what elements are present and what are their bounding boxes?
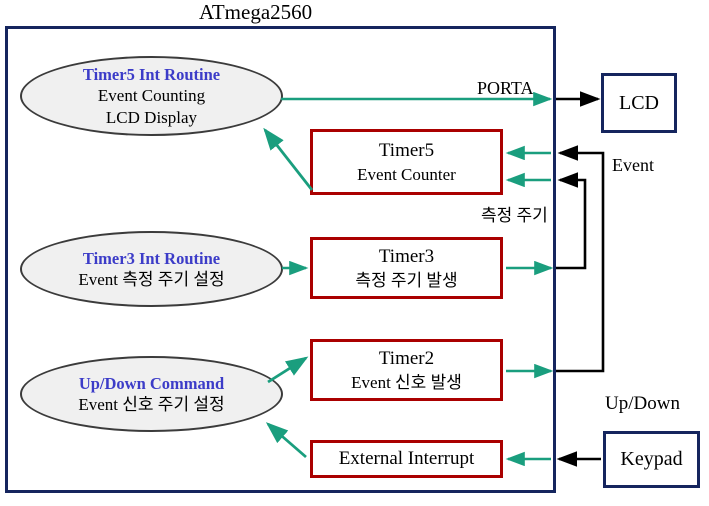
routine-ellipse-updown[interactable]: Up/Down Command Event 신호 주기 설정	[20, 356, 283, 432]
signal-label-event: Event	[612, 155, 654, 175]
peripheral-box-timer3[interactable]: Timer3 측정 주기 발생	[310, 237, 503, 299]
routine-line-2: Event Counting	[97, 85, 206, 105]
routine-title: Up/Down Command	[78, 373, 225, 393]
peripheral-title: Timer5	[378, 139, 435, 161]
external-device-lcd[interactable]: LCD	[601, 73, 677, 133]
wire-timer3-out-to-timer5-period	[556, 172, 587, 270]
routine-line-3: LCD Display	[105, 107, 198, 127]
peripheral-title: External Interrupt	[338, 448, 475, 469]
external-device-keypad[interactable]: Keypad	[603, 431, 700, 488]
mcu-title: ATmega2560	[199, 0, 313, 24]
wire-timer2-out-to-timer5-event	[556, 145, 605, 373]
routine-title: Timer3 Int Routine	[82, 248, 221, 268]
peripheral-box-timer2[interactable]: Timer2 Event 신호 발생	[310, 339, 503, 401]
peripheral-subtitle: Event 신호 발생	[351, 372, 462, 392]
routine-line-2: Event 측정 주기 설정	[78, 269, 225, 289]
signal-label-porta: PORTA	[477, 78, 534, 98]
routine-ellipse-timer5[interactable]: Timer5 Int Routine Event Counting LCD Di…	[20, 56, 283, 136]
peripheral-title: Timer3	[378, 245, 435, 267]
peripheral-box-timer5[interactable]: Timer5 Event Counter	[310, 129, 503, 195]
routine-title: Timer5 Int Routine	[82, 64, 221, 84]
routine-ellipse-timer3[interactable]: Timer3 Int Routine Event 측정 주기 설정	[20, 231, 283, 307]
routine-line-2: Event 신호 주기 설정	[78, 394, 225, 414]
signal-label-measure-period: 측정 주기	[481, 206, 548, 225]
peripheral-title: Timer2	[378, 347, 435, 369]
peripheral-subtitle: 측정 주기 발생	[355, 270, 458, 290]
peripheral-subtitle: Event Counter	[357, 164, 456, 184]
mcu-boundary-box	[5, 26, 556, 493]
peripheral-box-external-interrupt[interactable]: External Interrupt	[310, 440, 503, 478]
signal-label-up-down: Up/Down	[605, 393, 680, 414]
